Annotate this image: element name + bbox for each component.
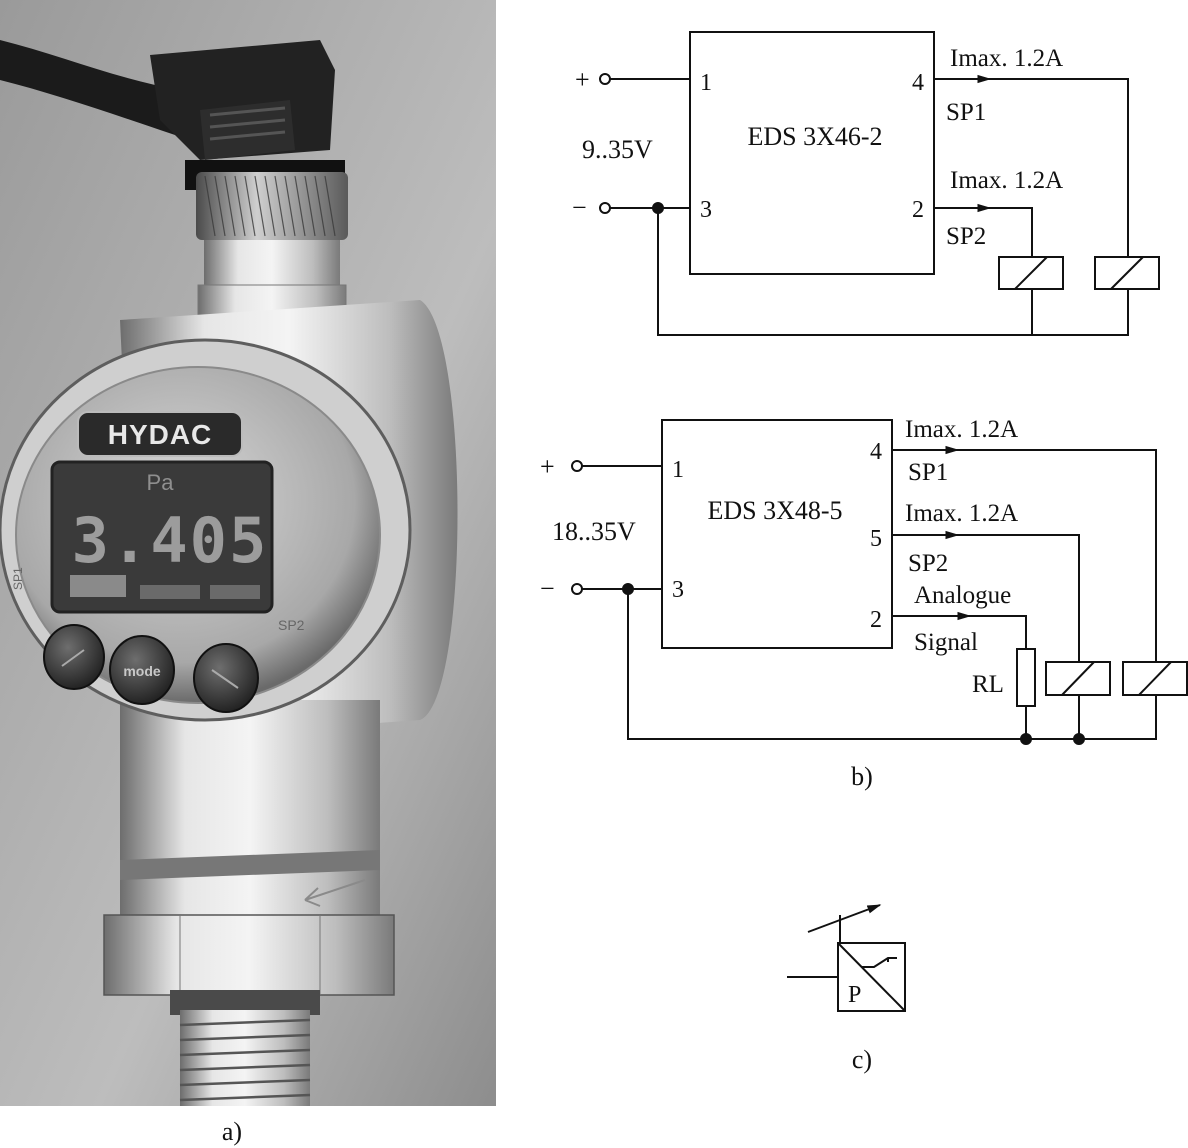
minus-label-b: − — [540, 574, 555, 603]
side-label-right: SP2 — [278, 617, 305, 633]
plus-terminal-b — [571, 460, 583, 472]
button-up[interactable] — [43, 624, 105, 690]
circuit-diagram-a-labels: + − 9..35V 1 3 4 2 EDS 3X46-2 Imax. 1.2A… — [572, 45, 1063, 250]
device-box-a — [689, 31, 935, 275]
device-box-b — [661, 419, 893, 649]
flow-arrow-icon — [304, 879, 366, 907]
button-down[interactable] — [193, 643, 259, 713]
pin2-label-a: 2 — [912, 197, 924, 223]
sp1-label-b: SP1 — [908, 459, 948, 486]
hex-nut — [103, 914, 395, 996]
symbol-letter: P — [848, 982, 861, 1008]
brand-logo-text: HYDAC — [108, 419, 213, 450]
junction-b3 — [1073, 733, 1085, 745]
analogue-label-b: Analogue — [914, 582, 1011, 609]
pin4-label-a: 4 — [912, 70, 924, 96]
plus-terminal-a — [599, 73, 611, 85]
thread-fitting — [170, 990, 320, 1106]
up-arrow-icon — [61, 649, 85, 667]
brand-logo: HYDAC — [77, 411, 243, 457]
pin3-label-b: 3 — [672, 577, 684, 603]
pin2-label-b: 2 — [870, 607, 882, 633]
plus-label-a: + — [575, 65, 590, 94]
supply-label-a: 9..35V — [582, 135, 653, 164]
pin1-label-b: 1 — [672, 457, 684, 483]
supply-label-b: 18..35V — [552, 517, 636, 546]
load-label-b: RL — [972, 671, 1004, 698]
knurled-nut — [196, 172, 348, 240]
plus-label-b: + — [540, 452, 555, 481]
lower-body — [120, 700, 380, 930]
current1-label-b: Imax. 1.2A — [905, 416, 1018, 443]
minus-terminal-b — [571, 583, 583, 595]
relay-coil-sp2-b — [1045, 661, 1111, 696]
circuit-diagram-b — [571, 419, 1188, 745]
circuit-diagram-b-labels: + − 18..35V 1 3 4 5 2 EDS 3X48-5 Imax. 1… — [540, 416, 1018, 698]
pin3-label-a: 3 — [700, 197, 712, 223]
sp2-label-a: SP2 — [946, 223, 986, 250]
current2-label-a: Imax. 1.2A — [950, 167, 1063, 194]
device-label-b: EDS 3X48-5 — [707, 496, 842, 525]
circuit-diagram-a — [599, 31, 1160, 336]
current2-label-b: Imax. 1.2A — [905, 500, 1018, 527]
device-label-a: EDS 3X46-2 — [747, 122, 882, 151]
caption-b: b) — [851, 762, 873, 791]
junction-b2 — [1020, 733, 1032, 745]
load-resistor — [1016, 648, 1036, 707]
pin1-label-a: 1 — [700, 70, 712, 96]
caption-c: c) — [852, 1045, 872, 1074]
pin4-label-b: 4 — [870, 439, 882, 465]
pin5-label-b: 5 — [870, 526, 882, 552]
side-label-left: SP1 — [11, 567, 25, 590]
display-unit: Pa — [147, 470, 175, 495]
relay-coil-sp2-a — [998, 256, 1064, 290]
pressure-switch-symbol — [787, 904, 906, 1012]
button-mode[interactable]: mode — [109, 635, 175, 705]
sensor-photo: HYDAC Pa 3.405 SP1 SP2 mode — [0, 0, 496, 1106]
relay-coil-sp1-b — [1122, 661, 1188, 696]
minus-terminal-a — [599, 202, 611, 214]
mode-label: mode — [123, 663, 161, 679]
down-arrow-icon — [211, 669, 239, 689]
lcd-display: Pa 3.405 — [50, 460, 274, 614]
sp1-label-a: SP1 — [946, 99, 986, 126]
signal-label-b: Signal — [914, 629, 978, 656]
caption-a: a) — [222, 1117, 242, 1146]
cable — [0, 40, 200, 140]
minus-label-a: − — [572, 193, 587, 222]
sp2-label-b: SP2 — [908, 550, 948, 577]
relay-coil-sp1-a — [1094, 256, 1160, 290]
current1-label-a: Imax. 1.2A — [950, 45, 1063, 72]
display-value: 3.405 — [72, 504, 269, 577]
